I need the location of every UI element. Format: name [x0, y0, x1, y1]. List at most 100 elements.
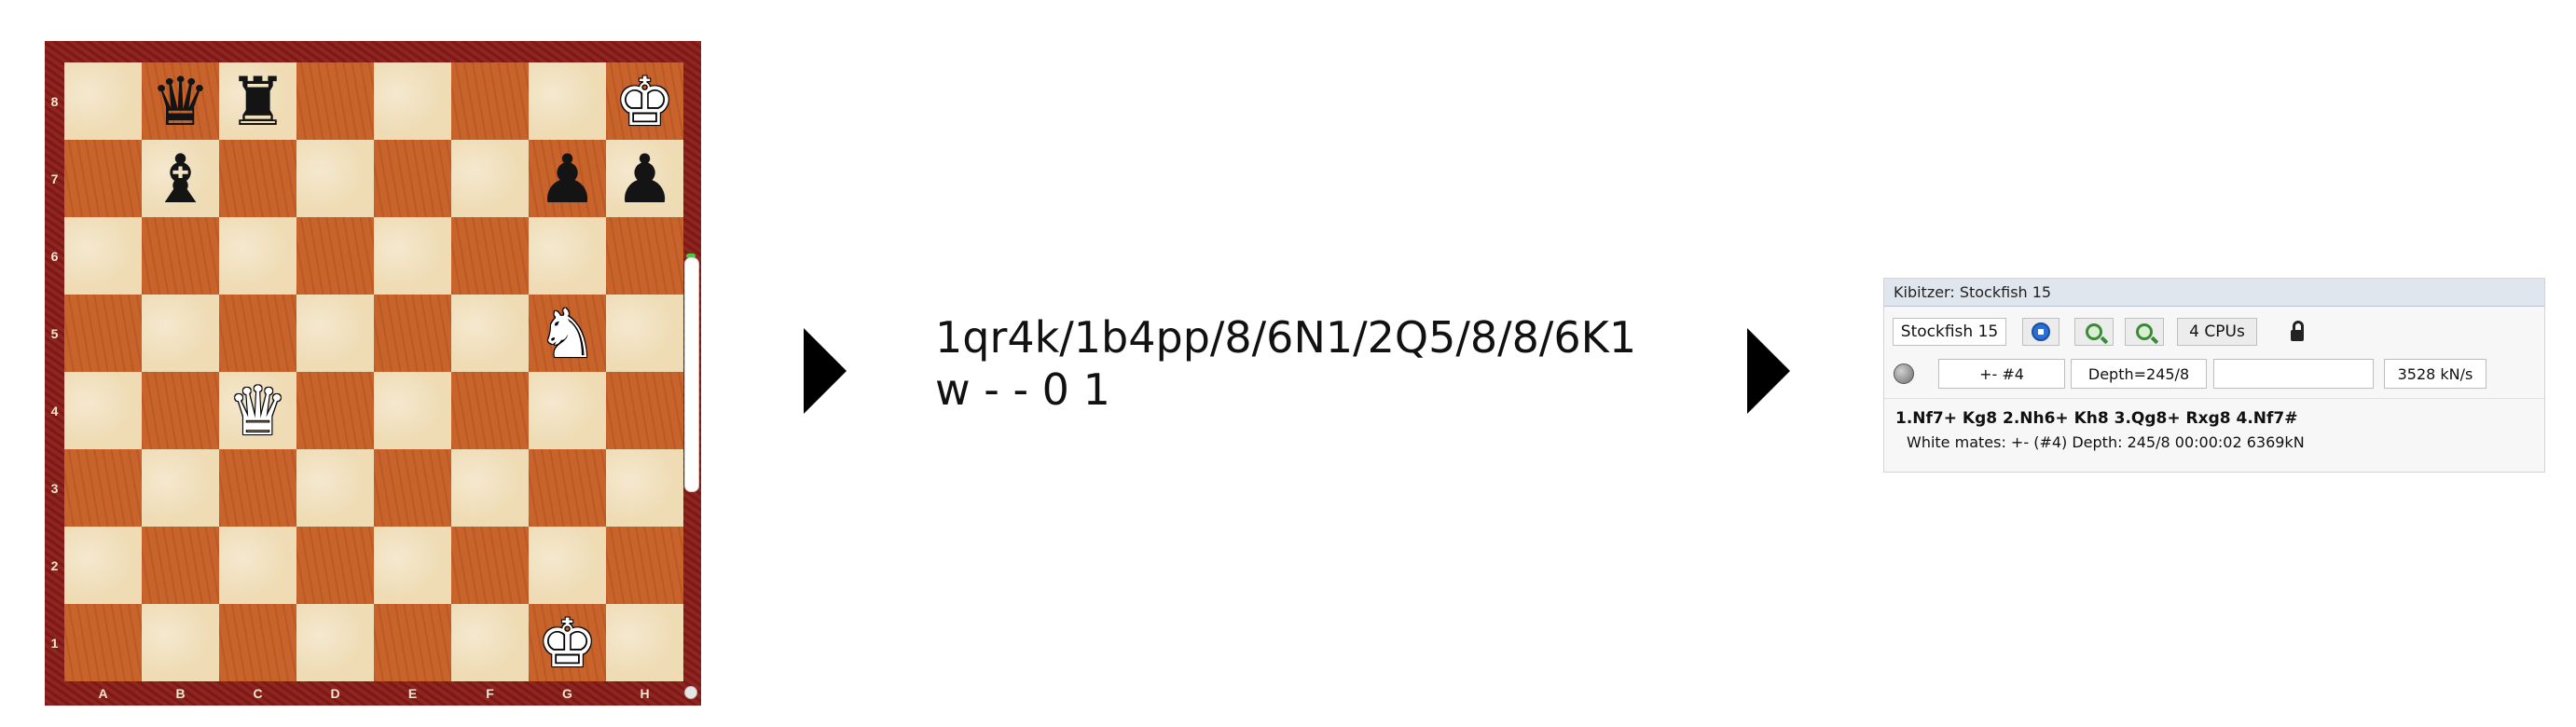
square-e1[interactable] — [374, 604, 451, 681]
white-king-icon[interactable]: ♚ — [537, 603, 598, 682]
file-label: H — [640, 686, 650, 701]
square-c4[interactable]: ♛ — [219, 372, 296, 449]
square-b1[interactable] — [142, 604, 219, 681]
square-h7[interactable]: ♟ — [606, 140, 683, 217]
square-g5[interactable]: ♞ — [529, 295, 606, 372]
square-e2[interactable] — [374, 527, 451, 604]
square-e8[interactable] — [374, 62, 451, 140]
speed-value: 3528 kN/s — [2397, 364, 2473, 383]
square-d5[interactable] — [296, 295, 374, 372]
square-a2[interactable] — [64, 527, 142, 604]
square-b6[interactable] — [142, 217, 219, 295]
square-a5[interactable] — [64, 295, 142, 372]
square-b8[interactable]: ♛ — [142, 62, 219, 140]
square-d4[interactable] — [296, 372, 374, 449]
square-h6[interactable] — [606, 217, 683, 295]
square-e3[interactable] — [374, 449, 451, 527]
square-f5[interactable] — [451, 295, 529, 372]
square-d1[interactable] — [296, 604, 374, 681]
principal-variation[interactable]: 1.Nf7+ Kg8 2.Nh6+ Kh8 3.Qg8+ Rxg8 4.Nf7# — [1895, 409, 2298, 428]
rank-label: 7 — [50, 171, 59, 186]
square-e6[interactable] — [374, 217, 451, 295]
cpus-button[interactable]: 4 CPUs — [2177, 318, 2257, 346]
square-g8[interactable] — [529, 62, 606, 140]
square-h4[interactable] — [606, 372, 683, 449]
square-f7[interactable] — [451, 140, 529, 217]
square-a7[interactable] — [64, 140, 142, 217]
square-c3[interactable] — [219, 449, 296, 527]
square-b2[interactable] — [142, 527, 219, 604]
white-king-icon[interactable]: ♚ — [614, 62, 675, 141]
square-g3[interactable] — [529, 449, 606, 527]
square-e5[interactable] — [374, 295, 451, 372]
file-label: E — [407, 686, 418, 701]
engine-label: Stockfish 15 — [1900, 322, 1999, 341]
square-a1[interactable] — [64, 604, 142, 681]
square-c6[interactable] — [219, 217, 296, 295]
rank-label: 8 — [50, 93, 59, 109]
board-scrollbar[interactable] — [684, 257, 699, 492]
zoom-in-button[interactable] — [2074, 318, 2114, 346]
black-pawn-icon[interactable]: ♟ — [537, 139, 598, 218]
corner-dot-icon — [684, 686, 697, 699]
white-queen-icon[interactable]: ♛ — [227, 371, 288, 450]
square-g1[interactable]: ♚ — [529, 604, 606, 681]
square-h8[interactable]: ♚ — [606, 62, 683, 140]
square-a6[interactable] — [64, 217, 142, 295]
engine-button[interactable]: Stockfish 15 — [1893, 318, 2006, 346]
depth-value: Depth=245/8 — [2087, 364, 2190, 383]
black-pawn-icon[interactable]: ♟ — [614, 139, 675, 218]
square-g6[interactable] — [529, 217, 606, 295]
square-b3[interactable] — [142, 449, 219, 527]
file-label: C — [253, 686, 263, 701]
square-f8[interactable] — [451, 62, 529, 140]
lock-icon — [2291, 321, 2304, 341]
square-f3[interactable] — [451, 449, 529, 527]
kibitzer-panel: Kibitzer: Stockfish 15 Stockfish 15 4 CP… — [1883, 278, 2545, 473]
square-a4[interactable] — [64, 372, 142, 449]
square-d2[interactable] — [296, 527, 374, 604]
black-queen-icon[interactable]: ♛ — [150, 62, 211, 141]
lock-button[interactable] — [2283, 318, 2311, 346]
square-b5[interactable] — [142, 295, 219, 372]
square-f2[interactable] — [451, 527, 529, 604]
square-f1[interactable] — [451, 604, 529, 681]
square-h1[interactable] — [606, 604, 683, 681]
square-g4[interactable] — [529, 372, 606, 449]
square-c8[interactable]: ♜ — [219, 62, 296, 140]
eval-value: +- #4 — [1979, 364, 2024, 383]
square-a8[interactable] — [64, 62, 142, 140]
square-h5[interactable] — [606, 295, 683, 372]
square-c5[interactable] — [219, 295, 296, 372]
fen-state: w - - 0 1 — [935, 364, 1110, 416]
square-g2[interactable] — [529, 527, 606, 604]
black-rook-icon[interactable]: ♜ — [227, 62, 288, 141]
white-knight-icon[interactable]: ♞ — [537, 294, 598, 373]
square-e7[interactable] — [374, 140, 451, 217]
stop-button[interactable] — [2022, 318, 2059, 346]
speed-field: 3528 kN/s — [2384, 359, 2486, 389]
square-c7[interactable] — [219, 140, 296, 217]
square-f6[interactable] — [451, 217, 529, 295]
chess-board[interactable]: ♛♜♚♝♟♟♞♛♚ — [64, 62, 683, 681]
square-b4[interactable] — [142, 372, 219, 449]
square-d7[interactable] — [296, 140, 374, 217]
zoom-out-button[interactable] — [2125, 318, 2164, 346]
square-c1[interactable] — [219, 604, 296, 681]
square-h3[interactable] — [606, 449, 683, 527]
square-a3[interactable] — [64, 449, 142, 527]
square-d3[interactable] — [296, 449, 374, 527]
square-d6[interactable] — [296, 217, 374, 295]
square-c2[interactable] — [219, 527, 296, 604]
square-f4[interactable] — [451, 372, 529, 449]
black-bishop-icon[interactable]: ♝ — [150, 139, 211, 218]
square-h2[interactable] — [606, 527, 683, 604]
square-b7[interactable]: ♝ — [142, 140, 219, 217]
square-g7[interactable]: ♟ — [529, 140, 606, 217]
stop-icon — [2032, 322, 2050, 341]
square-d8[interactable] — [296, 62, 374, 140]
square-e4[interactable] — [374, 372, 451, 449]
rank-label: 1 — [50, 635, 59, 651]
